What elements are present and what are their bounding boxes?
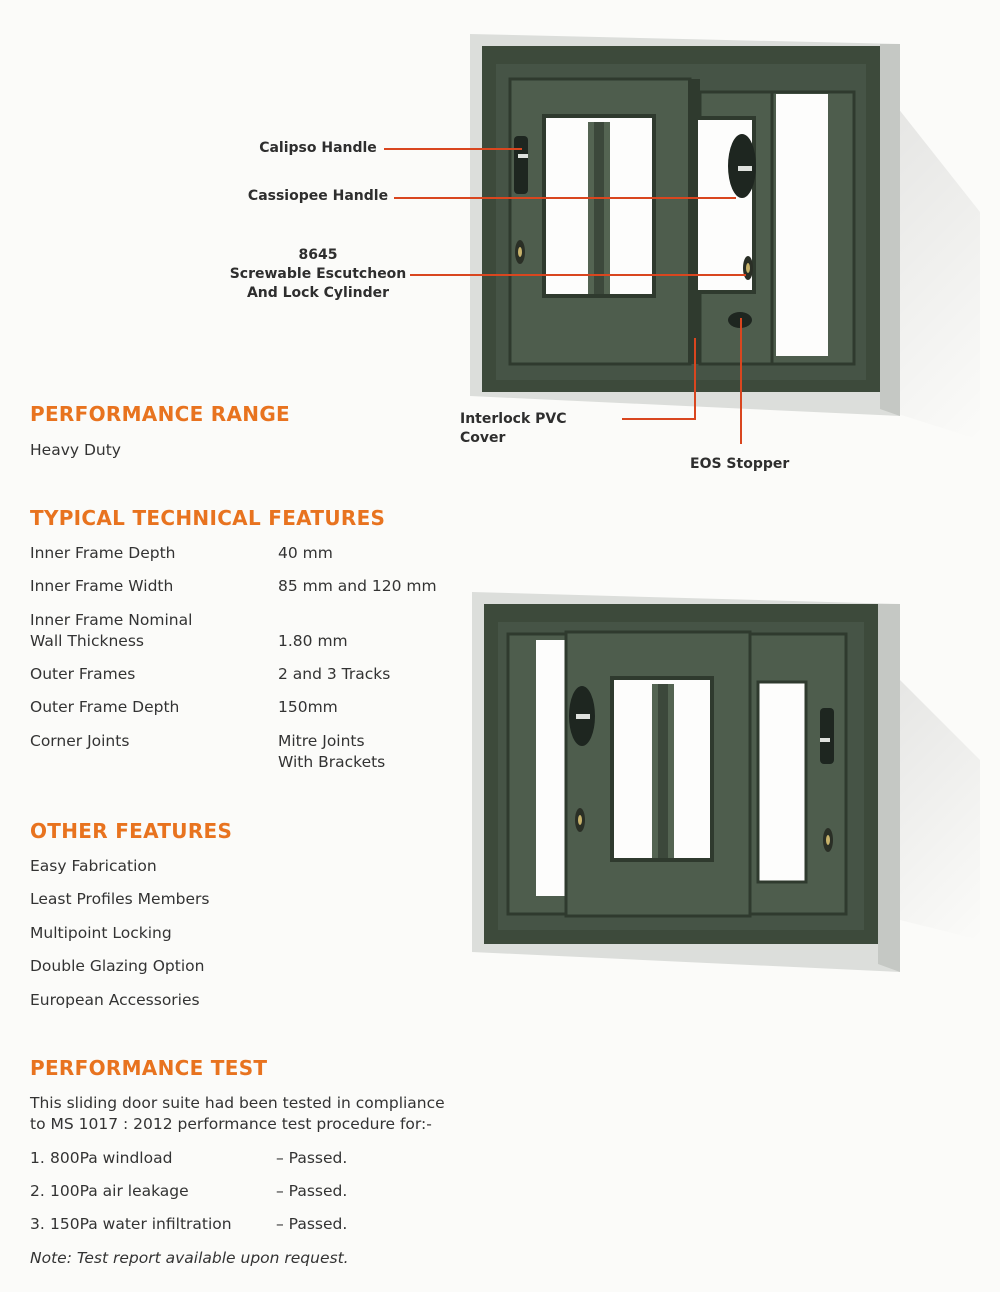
sliding-window-bottom-image <box>472 592 900 972</box>
callout-interlock-pvc-cover: Interlock PVC Cover <box>460 411 567 446</box>
tech-row-value: With Brackets <box>278 753 386 771</box>
callout-escutcheon-lock: And Lock Cylinder <box>246 285 390 301</box>
other-feature-item: Easy Fabrication <box>30 857 157 875</box>
tech-row-label: Inner Frame Nominal <box>30 611 193 629</box>
tech-row-label: Inner Frame Width <box>30 577 174 595</box>
test-row-number: 1. <box>30 1149 45 1167</box>
test-row-label: 100Pa air leakage <box>50 1182 189 1200</box>
test-row-label: 800Pa windload <box>50 1149 173 1167</box>
other-features-heading: OTHER FEATURES <box>30 819 233 843</box>
tech-row-value: 85 mm and 120 mm <box>278 577 437 595</box>
leader-line-eos <box>740 318 742 444</box>
performance-test-intro: to MS 1017 : 2012 performance test proce… <box>30 1115 432 1133</box>
callout-escutcheon-code: 8645 <box>298 247 338 263</box>
tech-row-value: 40 mm <box>278 544 333 562</box>
leader-line-escutcheon <box>410 274 746 276</box>
leader-line-interlock-h <box>622 418 696 420</box>
tech-row-value: 1.80 mm <box>278 632 348 650</box>
tech-row-value: Mitre Joints <box>278 732 365 750</box>
leader-line-interlock-v <box>694 338 696 420</box>
performance-test-intro: This sliding door suite had been tested … <box>30 1094 445 1112</box>
tech-row-label: Corner Joints <box>30 732 130 750</box>
leader-line-calipso <box>384 148 522 150</box>
performance-range-value: Heavy Duty <box>30 441 121 459</box>
tech-row-label: Outer Frame Depth <box>30 698 180 716</box>
test-row-number: 2. <box>30 1182 45 1200</box>
test-report-note: Note: Test report available upon request… <box>30 1249 349 1267</box>
sliding-window-top-image <box>470 34 900 416</box>
callout-calipso-handle: Calipso Handle <box>259 140 377 156</box>
test-row-number: 3. <box>30 1215 45 1233</box>
test-row-result: – Passed. <box>276 1215 348 1233</box>
tech-row-label: Outer Frames <box>30 665 136 683</box>
callout-eos-stopper: EOS Stopper <box>690 456 790 472</box>
tech-row-value: 2 and 3 Tracks <box>278 665 391 683</box>
technical-features-heading: TYPICAL TECHNICAL FEATURES <box>30 506 386 530</box>
tech-row-label: Wall Thickness <box>30 632 144 650</box>
other-feature-item: European Accessories <box>30 991 200 1009</box>
test-row-result: – Passed. <box>276 1149 348 1167</box>
other-feature-item: Least Profiles Members <box>30 890 210 908</box>
callout-cassiopee-handle: Cassiopee Handle <box>247 188 389 204</box>
callout-escutcheon-name: Screwable Escutcheon <box>229 266 407 282</box>
test-row-label: 150Pa water infiltration <box>50 1215 232 1233</box>
other-feature-item: Multipoint Locking <box>30 924 172 942</box>
performance-range-heading: PERFORMANCE RANGE <box>30 402 291 426</box>
other-feature-item: Double Glazing Option <box>30 957 205 975</box>
tech-row-value: 150mm <box>278 698 338 716</box>
performance-test-heading: PERFORMANCE TEST <box>30 1056 268 1080</box>
tech-row-label: Inner Frame Depth <box>30 544 176 562</box>
test-row-result: – Passed. <box>276 1182 348 1200</box>
leader-line-cassiopee <box>394 197 736 199</box>
